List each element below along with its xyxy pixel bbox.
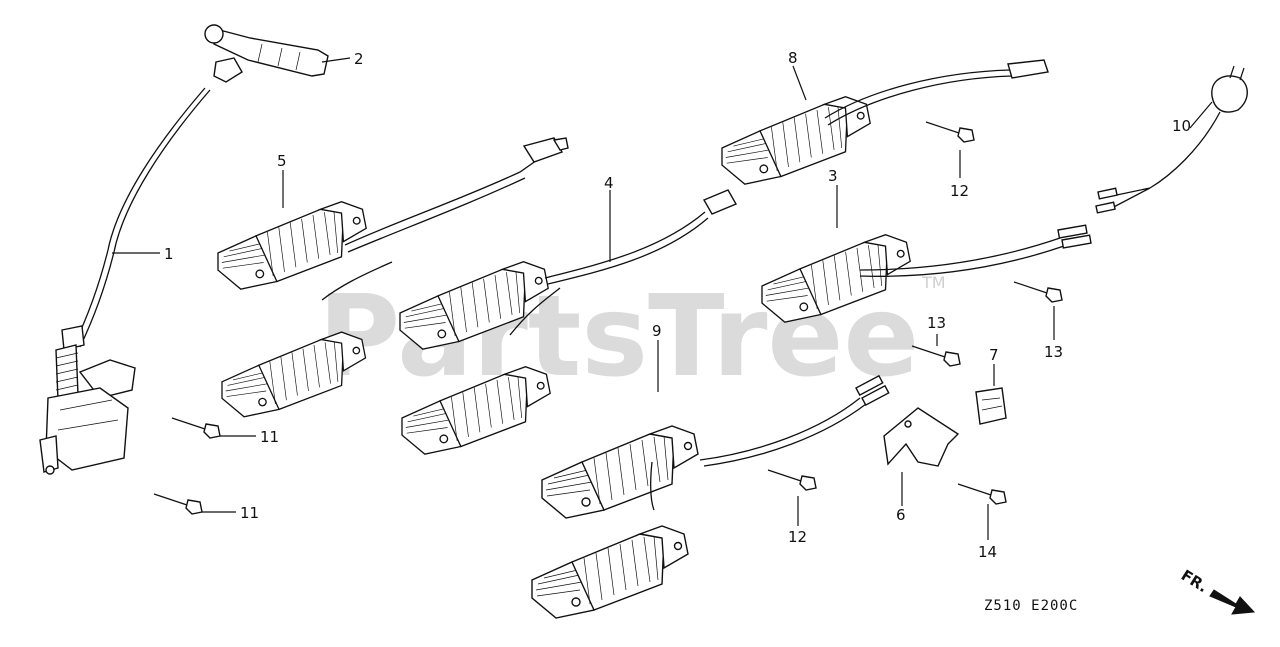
part-coil-9-lower (531, 525, 689, 619)
callout-11-upper: 11 (260, 428, 279, 446)
callout-5: 5 (277, 152, 287, 170)
part-clip (975, 387, 1007, 425)
callout-6: 6 (896, 506, 906, 524)
direction-label: FR. (1178, 566, 1211, 596)
part-connector (1095, 65, 1248, 214)
callout-2: 2 (354, 50, 364, 68)
part-bracket (883, 407, 960, 467)
bolt-11-upper (171, 417, 221, 439)
callout-12-lower: 12 (788, 528, 807, 546)
callout-12-upper: 12 (950, 182, 969, 200)
callout-13-right: 13 (1044, 343, 1063, 361)
direction-indicator: FR. (1178, 566, 1256, 615)
part-ignition-coil (39, 87, 211, 475)
part-exciter-coil-4 (399, 189, 738, 350)
part-charge-coil-8 (721, 59, 1049, 185)
diagram-code: Z510 E200C (984, 598, 1078, 614)
bolt-11-lower (153, 493, 203, 515)
callout-7: 7 (989, 346, 999, 364)
callout-4: 4 (604, 174, 614, 192)
part-coil-9 (541, 374, 890, 519)
bolt-14 (957, 483, 1007, 505)
part-plug-cap (204, 24, 329, 83)
callout-10: 10 (1172, 117, 1191, 135)
forward-arrow-icon (1209, 589, 1256, 615)
callout-8: 8 (788, 49, 798, 67)
part-lamp-coil-3 (761, 224, 1092, 323)
callout-3: 3 (828, 167, 838, 185)
watermark-trademark: TM (921, 273, 946, 292)
callout-9: 9 (652, 322, 662, 340)
bolt-13-right (1013, 281, 1063, 303)
part-charge-coil-5-lower (221, 261, 393, 418)
part-charge-coil-5 (217, 137, 569, 290)
leader-lines (112, 57, 1213, 540)
callout-1: 1 (164, 245, 174, 263)
callout-13-left: 13 (927, 314, 946, 332)
bolt-12-upper (925, 121, 975, 143)
bolt-12-lower (767, 469, 817, 491)
callout-11-lower: 11 (240, 504, 259, 522)
callout-14: 14 (978, 543, 997, 561)
